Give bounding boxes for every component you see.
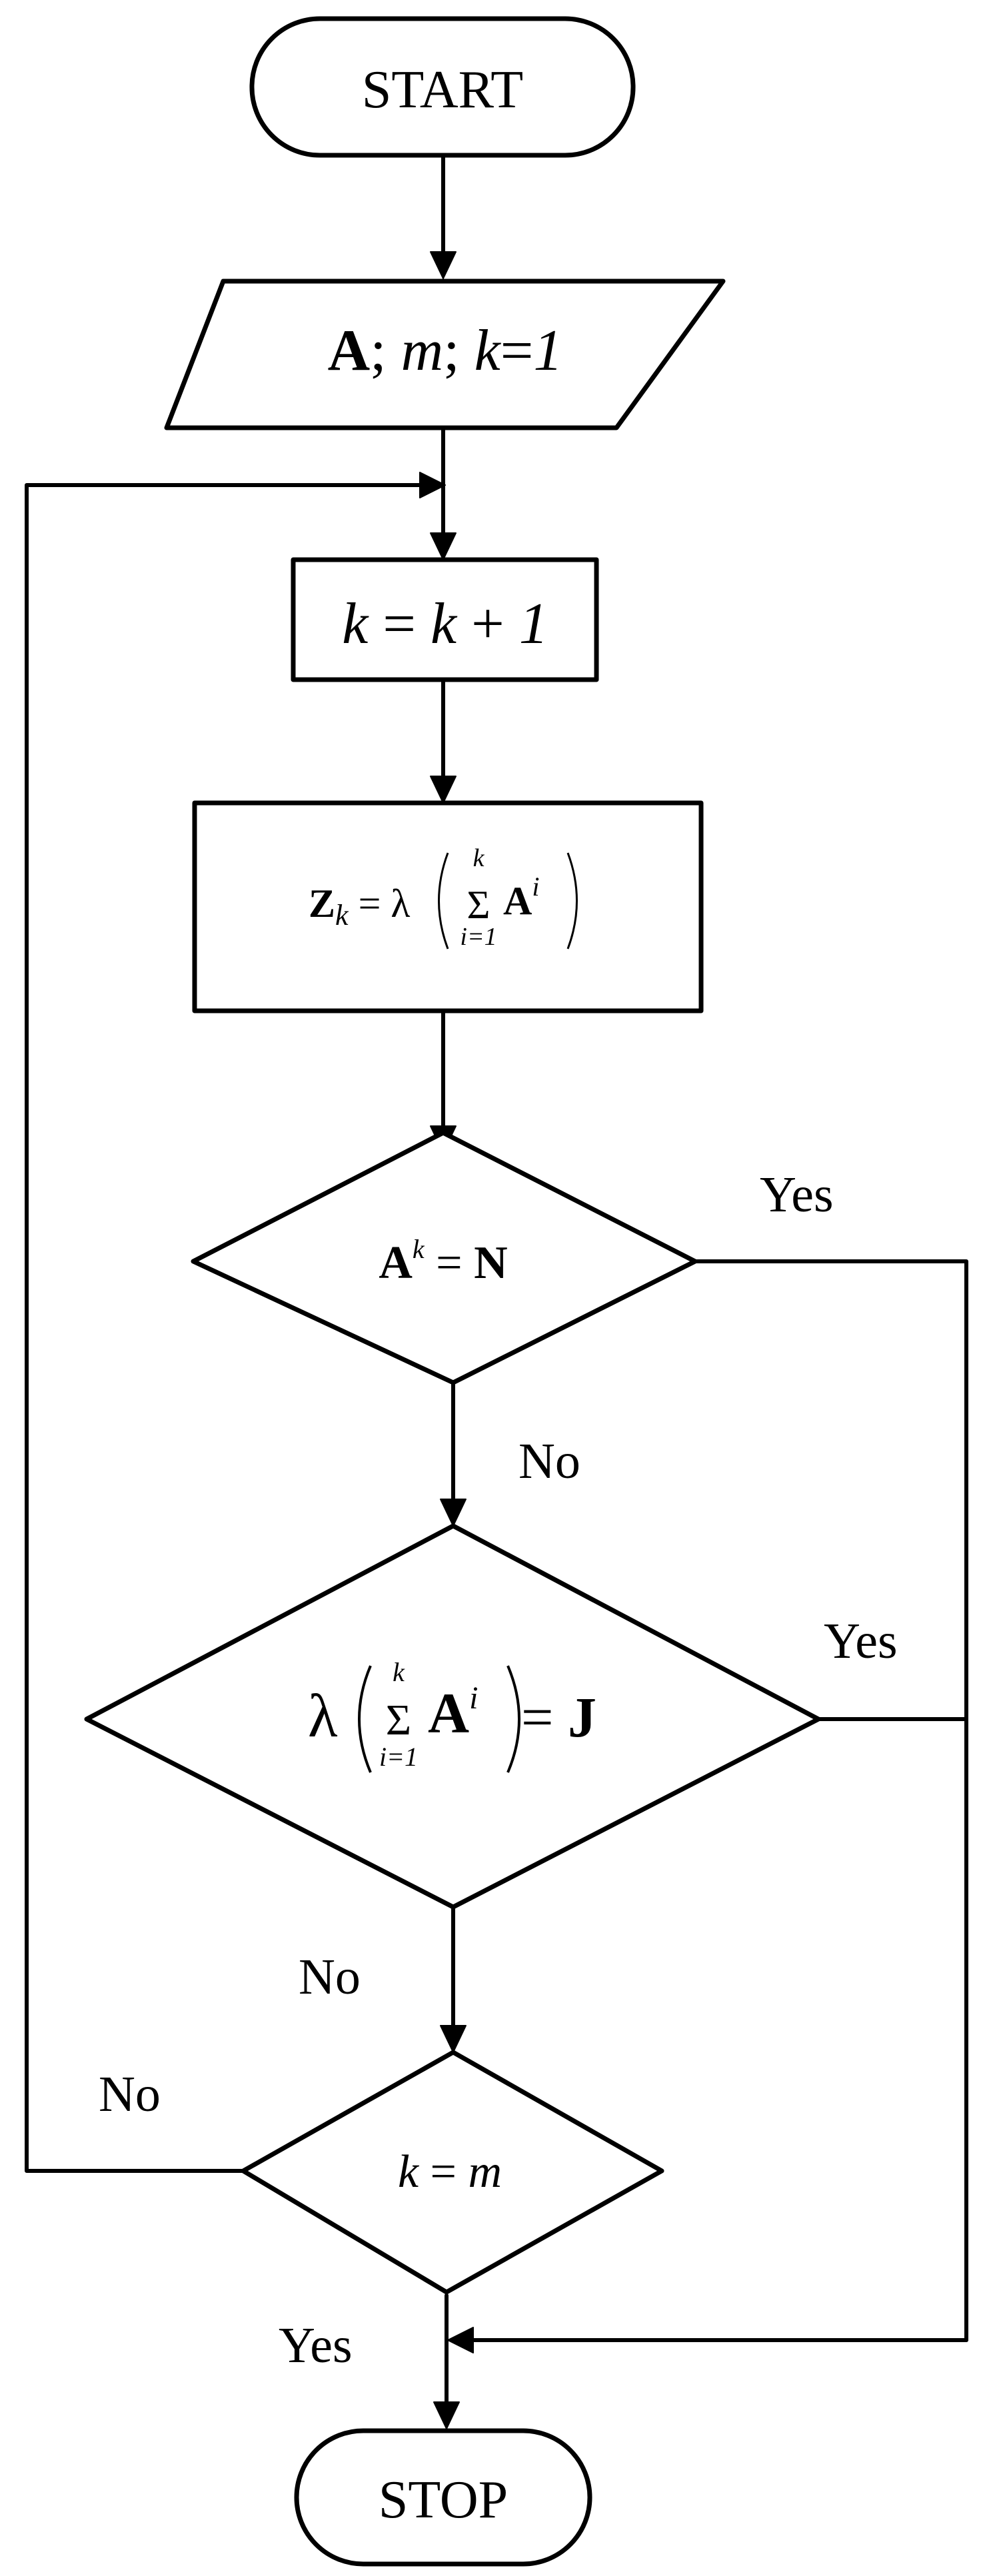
increment-one: 1 [519, 592, 548, 656]
edge-label-decision-j-no: No [299, 1949, 361, 2005]
compute-z-right-paren [566, 852, 578, 950]
start-terminal: START [249, 16, 636, 158]
decision-j-left-paren [358, 1665, 372, 1773]
input-matrix-a: A [328, 319, 371, 383]
edge-label-decision-m-yes: Yes [279, 2317, 353, 2373]
decision-n-eq: = [425, 1237, 474, 1289]
increment-process-shape [291, 557, 599, 682]
compute-z-label: Zk = λ [309, 882, 411, 932]
arrowhead-into-stop [433, 2401, 460, 2429]
edge-labels: Yes No Yes No No Yes [99, 1167, 898, 2373]
decision-n-n: N [474, 1237, 508, 1289]
compute-z-sub-k: k [335, 899, 349, 932]
connectors [25, 153, 968, 2404]
compute-z-sum-top: k [473, 844, 485, 872]
compute-z-process-shape [192, 800, 704, 1013]
decision-a-power-k-equals-n: Ak = N [191, 1130, 698, 1385]
increment-k2: k [431, 592, 458, 656]
edge-label-decision-m-no: No [99, 2066, 161, 2122]
decision-m-shape [241, 2050, 664, 2295]
input-k: k [475, 319, 502, 383]
input-parallelogram: A; m; k=1 [164, 279, 726, 430]
stop-terminal-shape [294, 2428, 592, 2567]
compute-z-sum-bottom: i=1 [460, 923, 496, 951]
compute-z-sup-i: i [532, 872, 539, 902]
input-sep-1: ; [370, 319, 401, 383]
input-label: A; m; k=1 [328, 319, 563, 383]
arrowheads [419, 251, 474, 2429]
start-terminal-shape [249, 16, 636, 158]
compute-z-a: Ai [503, 872, 539, 923]
stop-label: STOP [379, 2471, 508, 2529]
decision-lambda-sum-equals-j: λ Σ k i=1 Ai = J [84, 1523, 821, 1910]
compute-z-process: Zk = λ Σ k i=1 Ai [192, 800, 704, 1013]
compute-z-lambda: λ [391, 882, 410, 926]
decision-j-a: Ai [428, 1680, 478, 1745]
compute-z-sigma: Σ [467, 883, 491, 927]
decision-n-shape [191, 1130, 698, 1385]
arrowhead-into-increment [430, 532, 457, 560]
decision-n-a: A [379, 1237, 413, 1289]
decision-n-label: Ak = N [379, 1234, 507, 1289]
increment-process: k = k + 1 [291, 557, 599, 682]
increment-plus: + [457, 592, 519, 656]
decision-m-eq: = [419, 2146, 468, 2198]
increment-label: k = k + 1 [342, 592, 548, 656]
connector-decision-m-no-loop [25, 483, 429, 2173]
arrowhead-into-compute [430, 776, 457, 804]
arrowhead-yes-merge [447, 2327, 474, 2353]
stop-terminal: STOP [294, 2428, 592, 2567]
compute-z-z: Z [309, 882, 335, 926]
decision-j-rhs: = J [521, 1685, 596, 1749]
decision-j-eq: = [521, 1685, 568, 1749]
decision-j-right-paren [506, 1665, 520, 1773]
decision-m-m: m [469, 2146, 502, 2198]
input-parallelogram-shape [164, 279, 726, 430]
compute-z-a-letter: A [503, 879, 532, 923]
increment-eq: = [368, 592, 431, 656]
connector-decision-n-yes [693, 1259, 968, 2342]
edge-label-decision-n-yes: Yes [760, 1167, 834, 1223]
input-sep-2: ; [443, 319, 474, 383]
decision-j-sum-bottom: i=1 [379, 1742, 418, 1772]
decision-j-sup-i: i [469, 1680, 478, 1716]
edge-label-decision-j-yes: Yes [824, 1613, 898, 1669]
decision-j-a-letter: A [428, 1681, 469, 1745]
decision-j-lambda: λ [308, 1682, 338, 1750]
input-eq: = [500, 319, 534, 383]
input-m: m [401, 319, 444, 383]
compute-z-eq: = [349, 882, 391, 926]
input-one: 1 [533, 319, 562, 383]
increment-k1: k [342, 592, 369, 656]
decision-n-sup-k: k [413, 1234, 425, 1264]
decision-k-equals-m: k = m [241, 2050, 664, 2295]
decision-j-sum-top: k [393, 1657, 405, 1687]
arrowhead-into-input [430, 251, 457, 279]
decision-j-shape [84, 1523, 821, 1910]
edge-label-decision-n-no: No [518, 1433, 580, 1489]
decision-m-label: k = m [398, 2146, 502, 2198]
arrowhead-into-decision-m [440, 2025, 467, 2053]
decision-m-k: k [398, 2146, 420, 2198]
decision-j-sigma: Σ [386, 1696, 411, 1744]
start-label: START [362, 61, 523, 119]
arrowhead-into-decision-j [440, 1499, 467, 1527]
arrowhead-loop-return [419, 472, 446, 498]
compute-z-left-paren [438, 852, 449, 950]
decision-j-j: J [568, 1685, 596, 1749]
